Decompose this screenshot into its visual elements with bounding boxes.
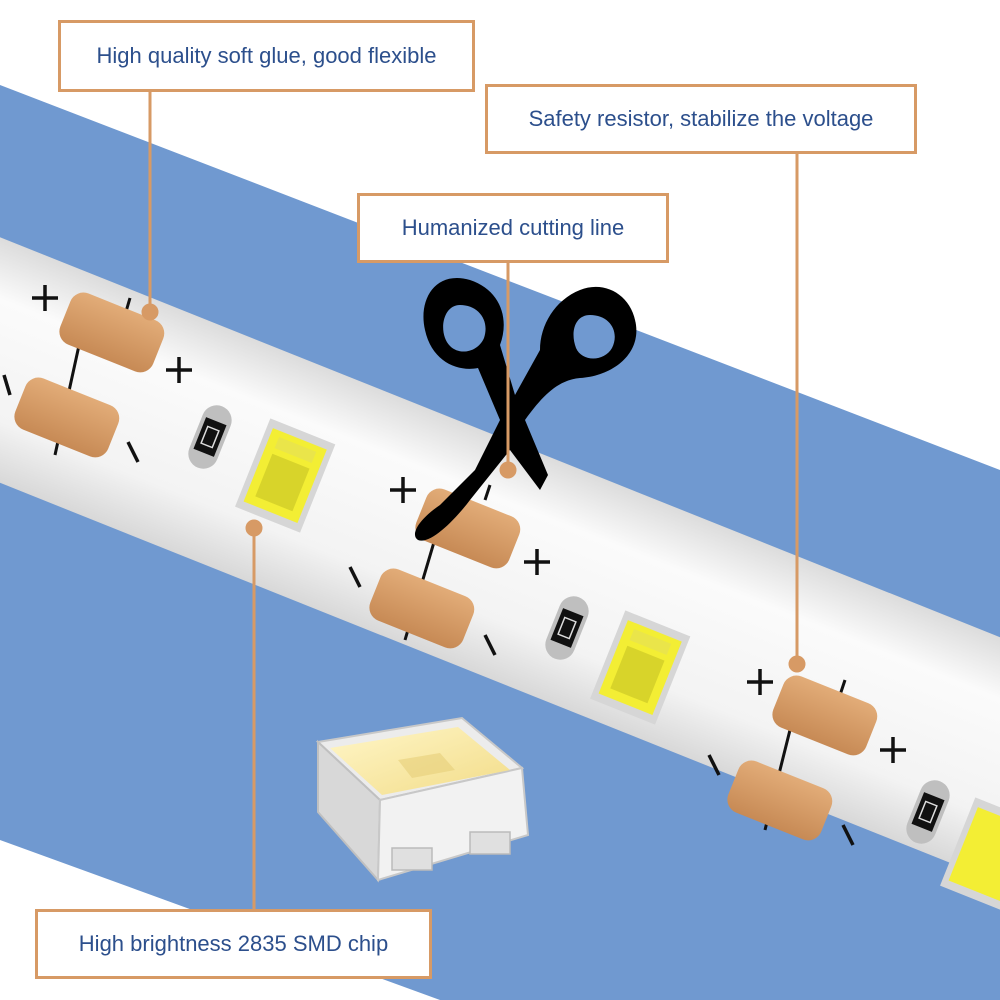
- solder-pad: [727, 760, 833, 841]
- solder-pad: [59, 292, 165, 373]
- scissors-icon: [414, 278, 637, 541]
- led-chip-3d: [315, 716, 530, 883]
- led-chip: [590, 610, 691, 725]
- resistor: [906, 780, 950, 844]
- callout-cutting-line: Humanized cutting line: [357, 193, 669, 263]
- resistor: [545, 596, 589, 660]
- solder-pad: [772, 675, 878, 756]
- strip-segment-1: [14, 285, 336, 533]
- callout-soft-glue: High quality soft glue, good flexible: [58, 20, 475, 92]
- callout-leaders: [141, 92, 806, 909]
- callout-safety-resistor: Safety resistor, stabilize the voltage: [485, 84, 917, 154]
- callout-smd-chip: High brightness 2835 SMD chip: [35, 909, 432, 979]
- solder-pad: [14, 377, 120, 458]
- led-chip: [940, 797, 1000, 912]
- resistor: [188, 405, 232, 469]
- strip-segment-3: [707, 669, 1000, 912]
- led-chip: [235, 418, 336, 533]
- solder-pad: [369, 568, 475, 649]
